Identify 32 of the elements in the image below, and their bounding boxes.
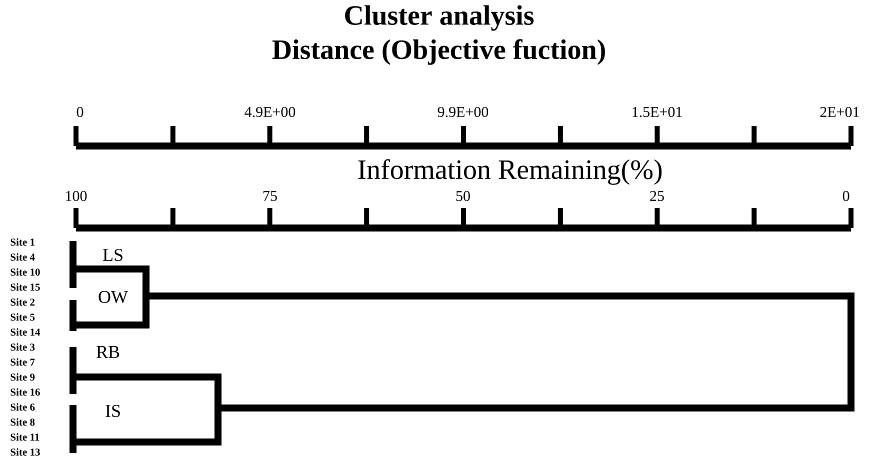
site-label: Site 5 [10,313,35,321]
tick-label: 1.5E+01 [632,106,682,118]
site-label: Site 9 [10,373,35,381]
site-label: Site 7 [10,358,35,366]
cluster-label: RB [96,346,120,358]
cluster-label: LS [103,248,122,262]
tick-label: 4.9E+00 [244,106,296,118]
site-label: Site 13 [10,448,40,456]
tick-label: 100 [66,190,87,202]
site-label: Site 11 [10,433,40,441]
site-label: Site 10 [10,268,40,276]
site-label: Site 4 [10,253,35,261]
site-label: Site 8 [10,418,35,426]
tick-label: 0 [76,106,84,118]
tick-label: 0 [842,190,850,202]
cluster-label: OW [98,290,128,304]
tick-label: 9.9E+00 [438,106,488,118]
title: Cluster analysis [345,5,534,31]
site-label: Site 1 [10,238,34,246]
cluster-label: IS [106,404,120,418]
site-label: Site 6 [10,403,35,411]
site-label: Site 14 [10,328,40,336]
site-label: Site 16 [10,388,40,396]
tick-label: 50 [456,190,470,202]
tick-label: 2E+01 [820,106,859,118]
axis-title: Distance (Objective fuction) [272,39,605,65]
site-label: Site 15 [10,283,40,291]
tick-label: 75 [264,191,277,201]
site-label: Site 3 [10,343,35,351]
site-label: Site 2 [10,298,35,306]
axis-title: Information Remaining(%) [358,159,662,185]
tick-label: 25 [650,190,664,202]
